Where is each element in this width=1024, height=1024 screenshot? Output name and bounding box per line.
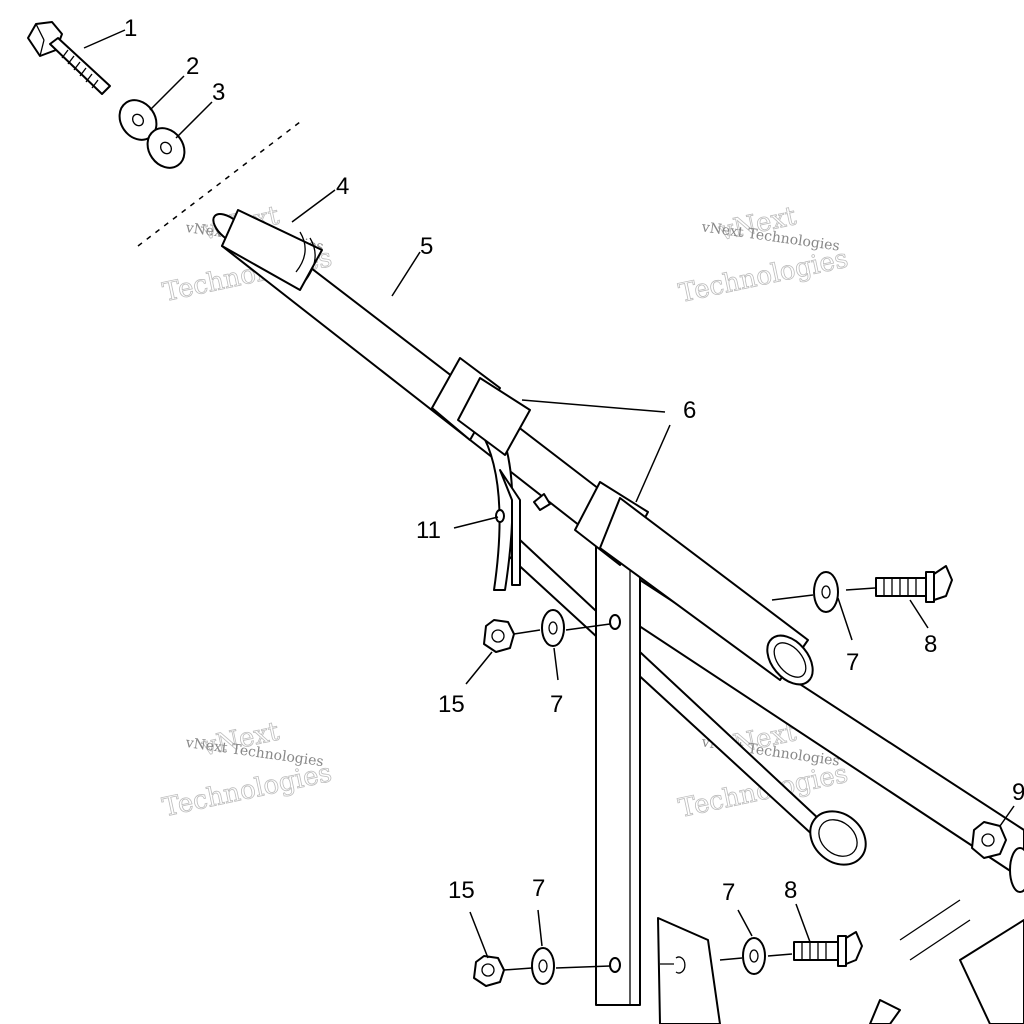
bracket-plate — [657, 917, 721, 1024]
flange-bolt-part-8-right — [875, 565, 953, 603]
callout-7-lower-left: 7 — [532, 875, 545, 902]
callout-9: 9 — [1012, 779, 1024, 806]
right-frame-structure — [869, 847, 1024, 1024]
callout-8-lower: 8 — [784, 877, 797, 904]
bushing-part-4 — [221, 209, 323, 291]
callout-7-lower-right: 7 — [722, 879, 735, 906]
washer-part-7-upper-left — [541, 609, 565, 647]
collar-part-6-upper — [431, 357, 531, 456]
callout-15-upper: 15 — [438, 691, 465, 718]
washer-part-3 — [146, 127, 186, 169]
vertical-plate-leg — [479, 429, 641, 1006]
callout-7-upper-left: 7 — [550, 691, 563, 718]
callout-labels: 1 2 3 4 5 6 11 7 8 15 7 9 15 7 7 8 — [124, 15, 1024, 906]
nut-part-15-lower — [473, 955, 505, 987]
washer-part-7-lower-left — [531, 947, 555, 985]
callout-4: 4 — [336, 173, 349, 200]
watermark-top-right: vNext Technologies vNext Technologies — [676, 201, 851, 310]
callout-5: 5 — [420, 233, 433, 260]
callout-1: 1 — [124, 15, 137, 42]
callout-8-right: 8 — [924, 631, 937, 658]
lower-crossbar — [499, 539, 1024, 881]
callout-6: 6 — [683, 397, 696, 424]
leader-lines — [83, 29, 1015, 971]
svg-text:Technologies: Technologies — [676, 244, 851, 309]
nut-part-15-upper — [483, 619, 515, 653]
watermark-bottom-left: vNext Technologies vNext Technologies — [159, 716, 334, 823]
callout-15-lower: 15 — [448, 877, 475, 904]
callout-11: 11 — [416, 517, 441, 544]
assembly-axis-dashed — [137, 121, 301, 247]
collar-part-6-lower — [574, 481, 814, 686]
callout-2: 2 — [186, 53, 199, 80]
hex-bolt-part-1 — [27, 21, 111, 95]
flange-bolt-part-8-lower — [793, 931, 863, 967]
callout-3: 3 — [212, 79, 225, 106]
callout-7-right: 7 — [846, 649, 859, 676]
grease-fitting-part-11 — [495, 493, 551, 523]
washer-part-7-lower-right — [742, 937, 766, 975]
nut-part-9 — [971, 821, 1007, 859]
washer-part-7-right — [813, 571, 839, 613]
